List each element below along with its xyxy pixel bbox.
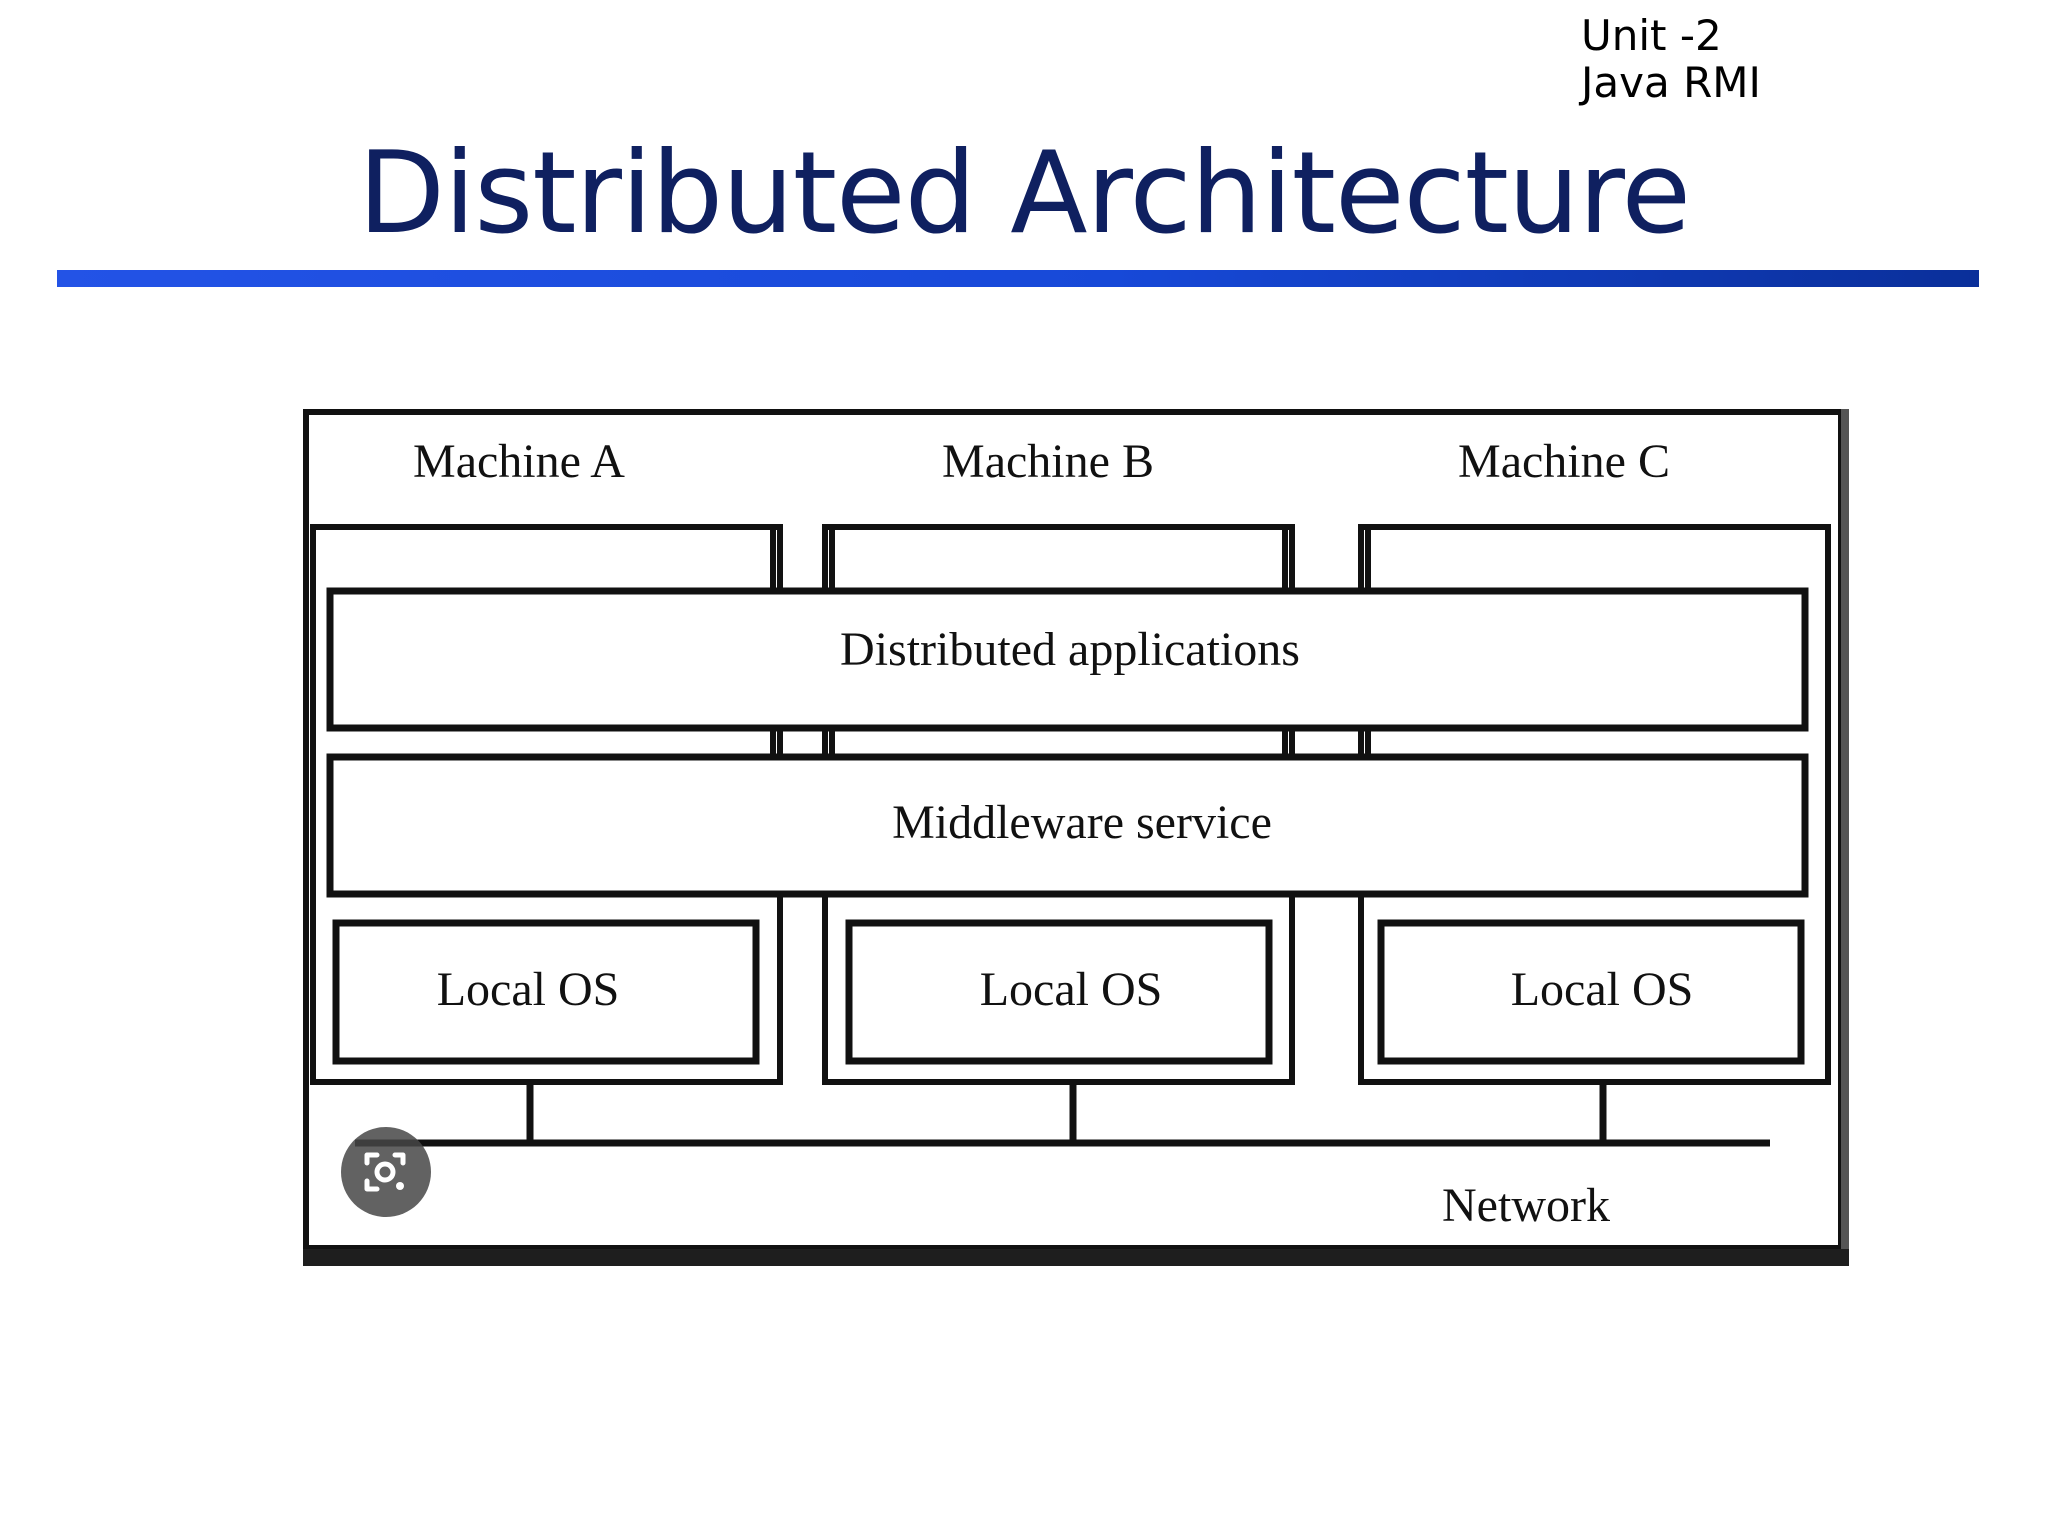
- unit-number: Unit -2: [1581, 11, 1722, 60]
- unit-topic: Java RMI: [1581, 58, 1761, 107]
- diagram-canvas: Machine A Machine B Machine C Distribute…: [303, 409, 1849, 1266]
- middleware-service-layer: [326, 753, 1809, 898]
- machine-b-os-label: Local OS: [980, 963, 1163, 1016]
- machine-c-label: Machine C: [1458, 435, 1670, 488]
- diagram-bottom-edge: [303, 1249, 1849, 1266]
- machine-b-label: Machine B: [942, 435, 1154, 488]
- distributed-applications-layer: [326, 587, 1809, 732]
- machine-a-os-label: Local OS: [437, 963, 620, 1016]
- diagram-right-edge: [1841, 409, 1849, 1266]
- middleware-service-label: Middleware service: [892, 796, 1272, 849]
- machine-c-local-os: [1377, 919, 1805, 1065]
- architecture-diagram: Machine A Machine B Machine C Distribute…: [303, 409, 1849, 1266]
- unit-label: Unit -2 Java RMI: [1581, 12, 1761, 106]
- title-underline: [57, 270, 1979, 287]
- machine-c-os-label: Local OS: [1511, 963, 1694, 1016]
- distributed-applications-label: Distributed applications: [840, 623, 1300, 676]
- visual-search-button[interactable]: [341, 1127, 431, 1217]
- visual-search-icon: [364, 1152, 406, 1192]
- network-label: Network: [1442, 1179, 1610, 1232]
- machine-a-label: Machine A: [413, 435, 625, 488]
- machine-a-local-os: [332, 919, 760, 1065]
- machine-b-local-os: [845, 919, 1273, 1065]
- slide-title: Distributed Architecture: [357, 127, 1691, 259]
